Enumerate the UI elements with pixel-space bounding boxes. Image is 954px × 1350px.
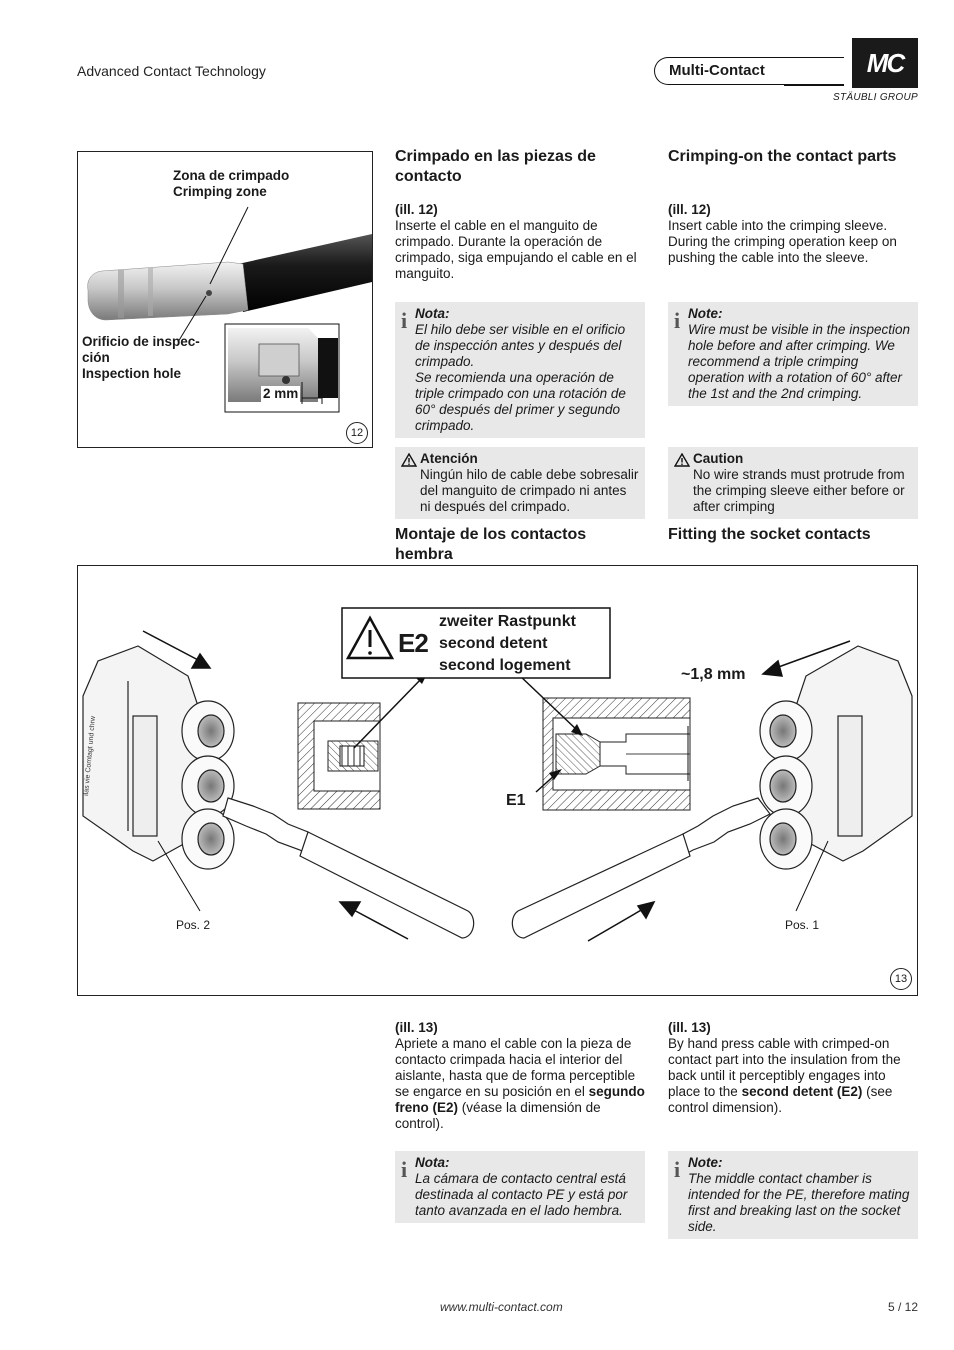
en-ill13-ref: (ill. 13) (668, 1020, 711, 1035)
es-body-fitting: Apriete a mano el cable con la pieza de … (395, 1036, 645, 1132)
dimension-label: ~1,8 mm (681, 666, 746, 683)
group-name: STÄUBLI GROUP (832, 92, 918, 103)
figure-number-12: 12 (346, 422, 368, 444)
es-note-box: i Nota: El hilo debe ser visible en el o… (395, 302, 645, 438)
es-body-fitting-post: (véase la dimensión de control). (395, 1100, 601, 1131)
warning-icon (674, 453, 690, 467)
pos1-label: Pos. 1 (785, 918, 820, 932)
figure-12: Zona de crimpado Crimping zone Orificio … (77, 151, 373, 448)
brand-name: Multi-Contact (654, 57, 844, 85)
en-note2-title: Note: (688, 1155, 723, 1170)
en-body-fitting-post: (see control dimension). (668, 1084, 893, 1115)
left-contact (222, 797, 475, 939)
left-housing (82, 645, 235, 870)
e2-caption-line2: second detent (439, 635, 548, 652)
page-number: 5 / 12 (887, 1300, 918, 1314)
es-caution-box: Atención Ningún hilo de cable debe sobre… (395, 447, 645, 519)
en-note-text: Wire must be visible in the inspection h… (688, 322, 910, 401)
es-body-fitting-pre: Apriete a mano el cable con la pieza de … (395, 1036, 636, 1099)
es-caution-text: Ningún hilo de cable debe sobresalir del… (420, 467, 639, 514)
es-note-text-2: Se recomienda una operación de triple cr… (415, 370, 626, 433)
es-body-fitting-bold: segundo freno (E2) (395, 1084, 645, 1115)
en-body-fitting-bold: second detent (E2) (741, 1084, 863, 1099)
en-caution-title: Caution (693, 451, 744, 466)
warning-icon (345, 615, 395, 660)
info-icon: i (674, 308, 681, 333)
en-ill12-ref: (ill. 12) (668, 202, 711, 217)
en-caution-text: No wire strands must protrude from the c… (693, 467, 905, 514)
es-note2-title: Nota: (415, 1155, 450, 1170)
en-body-crimping: Insert cable into the crimping sleeve. D… (668, 218, 897, 265)
pos2-label: Pos. 2 (176, 918, 211, 932)
en-heading-fitting: Fitting the socket contacts (668, 526, 871, 543)
crimping-zone-label-en: Crimping zone (173, 184, 267, 199)
en-note2-box: i Note: The middle contact chamber is in… (668, 1151, 918, 1239)
es-note2-box: i Nota: La cámara de contacto central es… (395, 1151, 645, 1223)
info-icon: i (401, 308, 408, 333)
right-contact (511, 797, 771, 939)
dimension-label: 2 mm (261, 386, 301, 402)
inspection-hole-label-es-2: ción (82, 350, 110, 365)
figure-number-13: 13 (890, 968, 912, 990)
en-note2-text: The middle contact chamber is intended f… (688, 1171, 910, 1234)
en-caution-box: Caution No wire strands must protrude fr… (668, 447, 918, 519)
socket-assembly-illustration: ilas vie Comtagt und chrw (82, 607, 913, 942)
en-note-box: i Note: Wire must be visible in the insp… (668, 302, 918, 406)
en-heading-crimping: Crimping-on the contact parts (668, 148, 897, 165)
crimping-zone-label-es: Zona de crimpado (173, 168, 290, 183)
es-body-crimping: Inserte el cable en el manguito de crimp… (395, 218, 637, 281)
e2-caption-line3: second logement (439, 657, 571, 674)
e2-caption: zweiter Rastpunkt second detent second l… (439, 611, 576, 677)
es-ill13-ref: (ill. 13) (395, 1020, 438, 1035)
inspection-hole-label-en: Inspection hole (82, 366, 182, 381)
section-right (542, 697, 691, 811)
inspection-hole-label-es-1: Orificio de inspec- (82, 334, 200, 349)
info-icon: i (674, 1157, 681, 1182)
en-body-fitting-pre: By hand press cable with crimped-on cont… (668, 1036, 901, 1099)
e2-tag: E2 (398, 628, 429, 658)
right-housing (759, 645, 913, 870)
header-tagline: Advanced Contact Technology (77, 63, 266, 79)
es-heading-fitting: Montaje de los contactos hembra (395, 526, 587, 563)
arrow-icon (587, 640, 851, 942)
es-note-title: Nota: (415, 306, 450, 321)
footer-url[interactable]: www.multi-contact.com (440, 1300, 563, 1314)
es-caution-title: Atención (420, 451, 478, 466)
es-ill12-ref: (ill. 12) (395, 202, 438, 217)
warning-icon (401, 453, 417, 467)
en-note-title: Note: (688, 306, 723, 321)
e2-caption-line1: zweiter Rastpunkt (439, 613, 576, 630)
es-heading-crimping: Crimpado en las piezas de contacto (395, 148, 596, 185)
figure-13: ilas vie Comtagt und chrw (77, 565, 918, 996)
info-icon: i (401, 1157, 408, 1182)
mc-logo: MC (852, 38, 918, 88)
arrow-icon (142, 630, 409, 940)
section-left (297, 702, 381, 810)
es-note2-text: La cámara de contacto central está desti… (415, 1171, 628, 1218)
es-note-text-1: El hilo debe ser visible en el orificio … (415, 322, 626, 369)
e1-tag: E1 (506, 792, 526, 809)
brand-underline (784, 84, 844, 86)
en-body-fitting: By hand press cable with crimped-on cont… (668, 1036, 916, 1116)
